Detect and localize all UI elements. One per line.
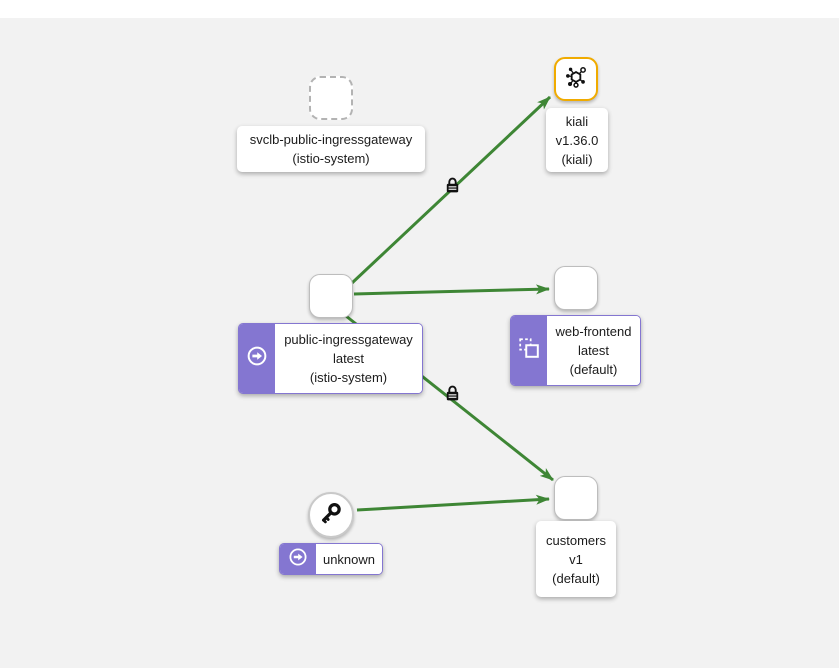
node-namespace: (kiali) — [561, 151, 593, 167]
node-svclb-public-ingressgateway[interactable] — [309, 76, 353, 120]
node-kiali[interactable] — [554, 57, 598, 101]
node-name: public-ingressgateway — [284, 332, 413, 347]
lock-icon — [445, 385, 460, 407]
node-name: web-frontend — [555, 324, 632, 339]
node-name: customers — [546, 532, 606, 548]
label-svclb-public-ingressgateway[interactable]: svclb-public-ingressgateway (istio-syste… — [237, 126, 425, 172]
node-public-ingressgateway[interactable] — [309, 274, 353, 318]
node-version: latest — [577, 343, 610, 358]
unknown-badge — [280, 544, 316, 574]
kiali-mesh-icon — [563, 64, 589, 95]
label-web-frontend[interactable]: web-frontend latest (default) — [510, 315, 641, 386]
node-version: v1.36.0 — [555, 132, 599, 148]
node-customers[interactable] — [554, 476, 598, 520]
label-unknown[interactable]: unknown — [279, 543, 383, 575]
key-icon — [318, 500, 344, 531]
arrow-right-circle-icon — [246, 345, 268, 372]
top-bar — [0, 0, 839, 18]
lock-icon — [445, 177, 460, 199]
edge-gateway-to-web-frontend[interactable] — [353, 284, 550, 296]
clone-squares-icon — [518, 337, 540, 364]
node-namespace: (default) — [569, 362, 618, 377]
node-namespace: (default) — [552, 570, 600, 586]
label-public-ingressgateway[interactable]: public-ingressgateway latest (istio-syst… — [238, 323, 423, 394]
node-name: svclb-public-ingressgateway — [249, 132, 413, 147]
label-kiali[interactable]: kiali v1.36.0 (kiali) — [546, 108, 608, 172]
edge-unknown-to-customers[interactable] — [356, 494, 550, 512]
node-unknown[interactable] — [308, 492, 354, 538]
node-web-frontend[interactable] — [554, 266, 598, 310]
node-name: unknown — [322, 551, 376, 567]
gateway-badge — [239, 324, 275, 393]
arrow-right-circle-icon — [288, 547, 308, 572]
node-namespace: (istio-system) — [309, 370, 388, 385]
node-name: kiali — [565, 113, 589, 129]
label-customers[interactable]: customers v1 (default) — [536, 521, 616, 597]
web-frontend-badge — [511, 316, 547, 385]
node-namespace: (istio-system) — [292, 151, 370, 166]
node-version: latest — [332, 351, 365, 366]
node-version: v1 — [569, 551, 583, 567]
